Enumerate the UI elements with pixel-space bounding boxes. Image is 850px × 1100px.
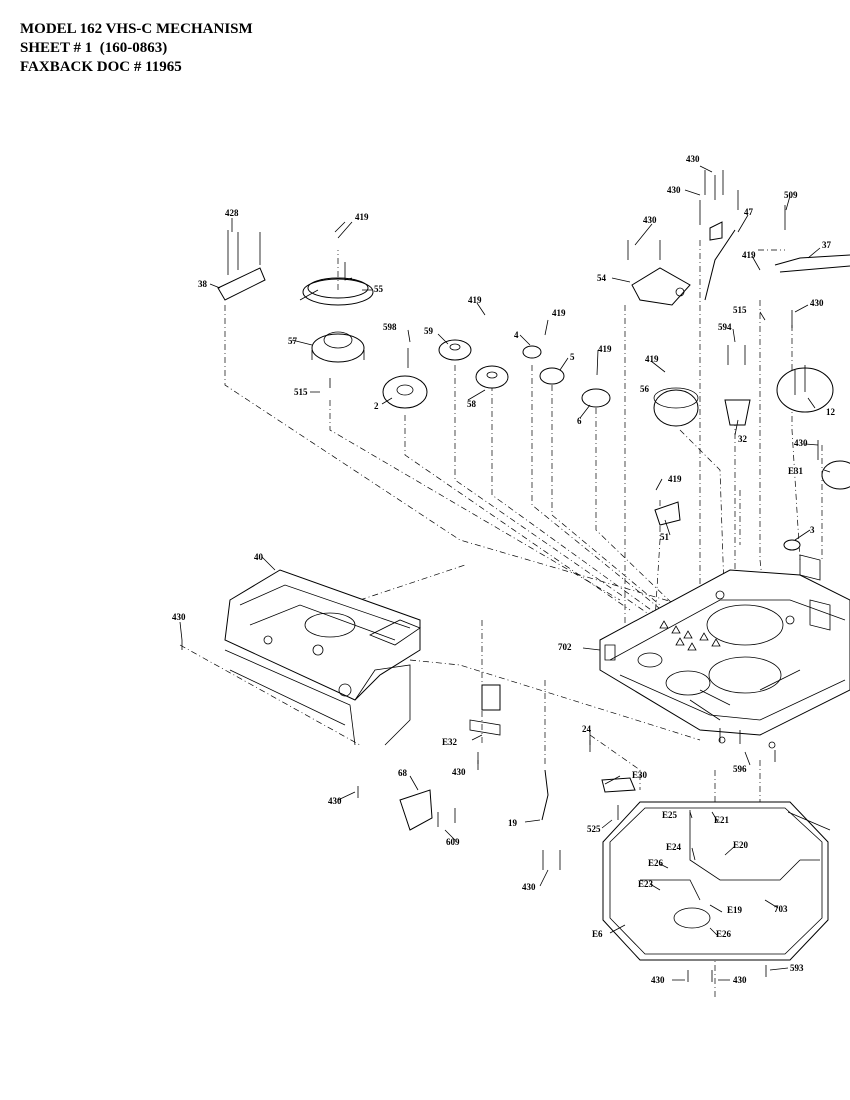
callout-E6: E6 xyxy=(592,929,603,939)
callout-19: 19 xyxy=(508,818,518,828)
callout-51: 51 xyxy=(660,532,670,542)
callout-32: 32 xyxy=(738,434,748,444)
callout-E32: E32 xyxy=(442,737,458,747)
loading-frame xyxy=(224,569,421,746)
callout-515: 515 xyxy=(294,387,308,397)
faxback-doc-number: FAXBACK DOC # 11965 xyxy=(20,59,182,75)
callout-4: 4 xyxy=(514,330,519,340)
document-header: MODEL 162 VHS-C MECHANISM SHEET # 1 (160… xyxy=(20,20,253,77)
gear-6 xyxy=(581,388,611,408)
callout-419: 419 xyxy=(742,250,756,260)
callout-E21: E21 xyxy=(714,815,730,825)
callout-E31: E31 xyxy=(788,466,804,476)
callout-E25: E25 xyxy=(662,810,678,820)
callout-515: 515 xyxy=(733,305,747,315)
callout-703: 703 xyxy=(774,904,788,914)
guide-37 xyxy=(774,254,850,273)
callout-419: 419 xyxy=(598,344,612,354)
callout-E26: E26 xyxy=(716,929,732,939)
lower-pcb xyxy=(602,801,831,961)
callout-430: 430 xyxy=(733,975,747,985)
arm-47 xyxy=(704,221,736,301)
part-51 xyxy=(654,501,681,526)
callout-430: 430 xyxy=(651,975,665,985)
callout-55: 55 xyxy=(374,284,384,294)
callout-428: 428 xyxy=(225,208,239,218)
callout-40: 40 xyxy=(254,552,264,562)
callout-430: 430 xyxy=(810,298,824,308)
callout-430: 430 xyxy=(643,215,657,225)
callout-430: 430 xyxy=(452,767,466,777)
callout-37: 37 xyxy=(822,240,832,250)
model-title: MODEL 162 VHS-C MECHANISM xyxy=(20,21,253,37)
top-bracket-38 xyxy=(217,230,266,301)
callout-702: 702 xyxy=(558,642,572,652)
callout-430: 430 xyxy=(667,185,681,195)
callout-525: 525 xyxy=(587,824,601,834)
callout-54: 54 xyxy=(597,273,607,283)
callout-59: 59 xyxy=(424,326,434,336)
callout-419: 419 xyxy=(645,354,659,364)
part-E30 xyxy=(601,777,636,793)
callout-430: 430 xyxy=(794,438,808,448)
callout-598: 598 xyxy=(383,322,397,332)
callout-419: 419 xyxy=(355,212,369,222)
callout-E19: E19 xyxy=(727,905,743,915)
callout-47: 47 xyxy=(744,207,754,217)
callout-609: 609 xyxy=(446,837,460,847)
callout-E23: E23 xyxy=(638,879,654,889)
callout-leaders xyxy=(179,165,831,981)
callout-419: 419 xyxy=(552,308,566,318)
callout-38: 38 xyxy=(198,279,208,289)
callout-E30: E30 xyxy=(632,770,648,780)
part-68 xyxy=(399,789,433,831)
callout-labels: 430 430 509 47 428 419 430 419 38 55 54 … xyxy=(172,154,836,985)
callout-56: 56 xyxy=(640,384,650,394)
cam-ring-55 xyxy=(299,262,374,306)
callout-2: 2 xyxy=(374,401,379,411)
alignment-lines xyxy=(179,240,823,1000)
gear-57 xyxy=(311,331,365,363)
screws xyxy=(181,170,819,982)
callout-24: 24 xyxy=(582,724,592,734)
gear-5 xyxy=(539,367,565,385)
sheet-number: SHEET # 1 (160-0863) xyxy=(20,40,168,56)
callout-5: 5 xyxy=(570,352,575,362)
callout-E26: E26 xyxy=(648,858,664,868)
callout-57: 57 xyxy=(288,336,298,346)
callout-58: 58 xyxy=(467,399,477,409)
callout-430: 430 xyxy=(328,796,342,806)
bracket-E32 xyxy=(469,684,501,736)
part-3 xyxy=(783,539,821,581)
callout-E24: E24 xyxy=(666,842,682,852)
callout-430: 430 xyxy=(522,882,536,892)
roller-12 xyxy=(776,365,834,413)
callout-3: 3 xyxy=(810,525,815,535)
callout-12: 12 xyxy=(826,407,836,417)
callout-419: 419 xyxy=(468,295,482,305)
callout-596: 596 xyxy=(733,764,747,774)
part-E31 xyxy=(821,460,850,490)
gear-4 xyxy=(522,345,542,359)
main-chassis xyxy=(599,569,850,749)
callout-6: 6 xyxy=(577,416,582,426)
callout-509: 509 xyxy=(784,190,798,200)
callout-430: 430 xyxy=(172,612,186,622)
callout-68: 68 xyxy=(398,768,408,778)
reel-gear-56 xyxy=(653,387,699,427)
arm-assembly-54 xyxy=(631,267,691,306)
part-32 xyxy=(724,399,751,426)
spring-19 xyxy=(541,769,549,821)
callout-430: 430 xyxy=(686,154,700,164)
callout-593: 593 xyxy=(790,963,804,973)
callout-594: 594 xyxy=(718,322,732,332)
callout-E20: E20 xyxy=(733,840,749,850)
gear-2 xyxy=(382,375,428,409)
gear-59 xyxy=(438,339,472,361)
callout-419: 419 xyxy=(668,474,682,484)
gear-58 xyxy=(475,365,509,389)
